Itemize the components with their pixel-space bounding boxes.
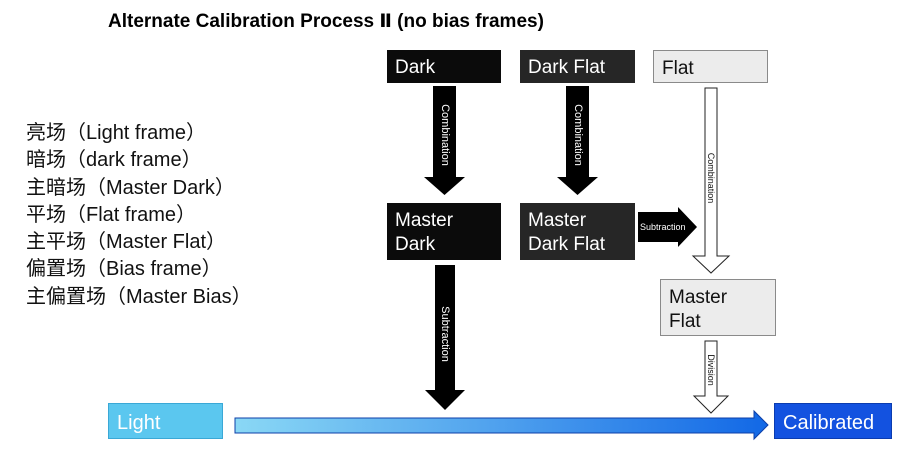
light-box-label: Light <box>117 412 161 434</box>
arrow-division <box>692 340 730 414</box>
legend-item-master-flat: 主平场（Master Flat） <box>26 231 227 254</box>
flat-box-label: Flat <box>662 58 694 79</box>
arrow-masterdark-subtraction <box>425 265 465 410</box>
master-flat-label-line2: Flat <box>669 311 701 332</box>
master-dark-label-line2: Dark <box>395 234 436 255</box>
master-flat-label-line1: Master <box>669 287 728 308</box>
label-combination-darkflat: Combination <box>572 104 584 166</box>
light-box: Light <box>108 403 223 439</box>
calibrated-box-label: Calibrated <box>783 412 875 434</box>
label-subtraction-vertical: Subtraction <box>439 306 451 362</box>
legend-item-flat-frame: 平场（Flat frame） <box>26 203 197 226</box>
arrow-subtraction-horizontal <box>638 207 697 247</box>
diagram-title: Alternate Calibration Process Ⅱ (no bias… <box>108 11 544 32</box>
arrow-darkflat-combination <box>557 86 598 195</box>
master-dark-flat-label-line1: Master <box>528 210 587 231</box>
label-division: Division <box>706 354 716 386</box>
dark-flat-box-label: Dark Flat <box>528 57 606 78</box>
dark-box: Dark <box>387 50 501 83</box>
legend-item-master-dark: 主暗场（Master Dark） <box>26 176 235 199</box>
legend-item-master-bias: 主偏置场（Master Bias） <box>26 285 252 308</box>
label-combination-flat: Combination <box>706 152 716 204</box>
dark-box-label: Dark <box>395 57 436 78</box>
legend: 亮场（Light frame） 暗场（dark frame） 主暗场（Maste… <box>26 120 252 311</box>
arrow-light-to-calibrated <box>234 409 769 441</box>
legend-item-light-frame: 亮场（Light frame） <box>26 122 207 144</box>
master-flat-box: Master Flat <box>660 279 776 336</box>
master-dark-label-line1: Master <box>395 210 454 231</box>
dark-flat-box: Dark Flat <box>520 50 635 83</box>
flat-box: Flat <box>653 50 768 83</box>
legend-item-bias-frame: 偏置场（Bias frame） <box>26 258 222 281</box>
master-dark-flat-box: Master Dark Flat <box>520 203 635 260</box>
master-dark-box: Master Dark <box>387 203 501 260</box>
label-subtraction-horizontal: Subtraction <box>640 222 686 232</box>
arrow-dark-combination <box>424 86 465 195</box>
calibrated-box: Calibrated <box>774 403 892 439</box>
label-combination-dark: Combination <box>439 104 451 166</box>
arrow-flat-combination <box>691 87 731 274</box>
master-dark-flat-label-line2: Dark Flat <box>528 234 606 255</box>
legend-item-dark-frame: 暗场（dark frame） <box>26 149 202 172</box>
